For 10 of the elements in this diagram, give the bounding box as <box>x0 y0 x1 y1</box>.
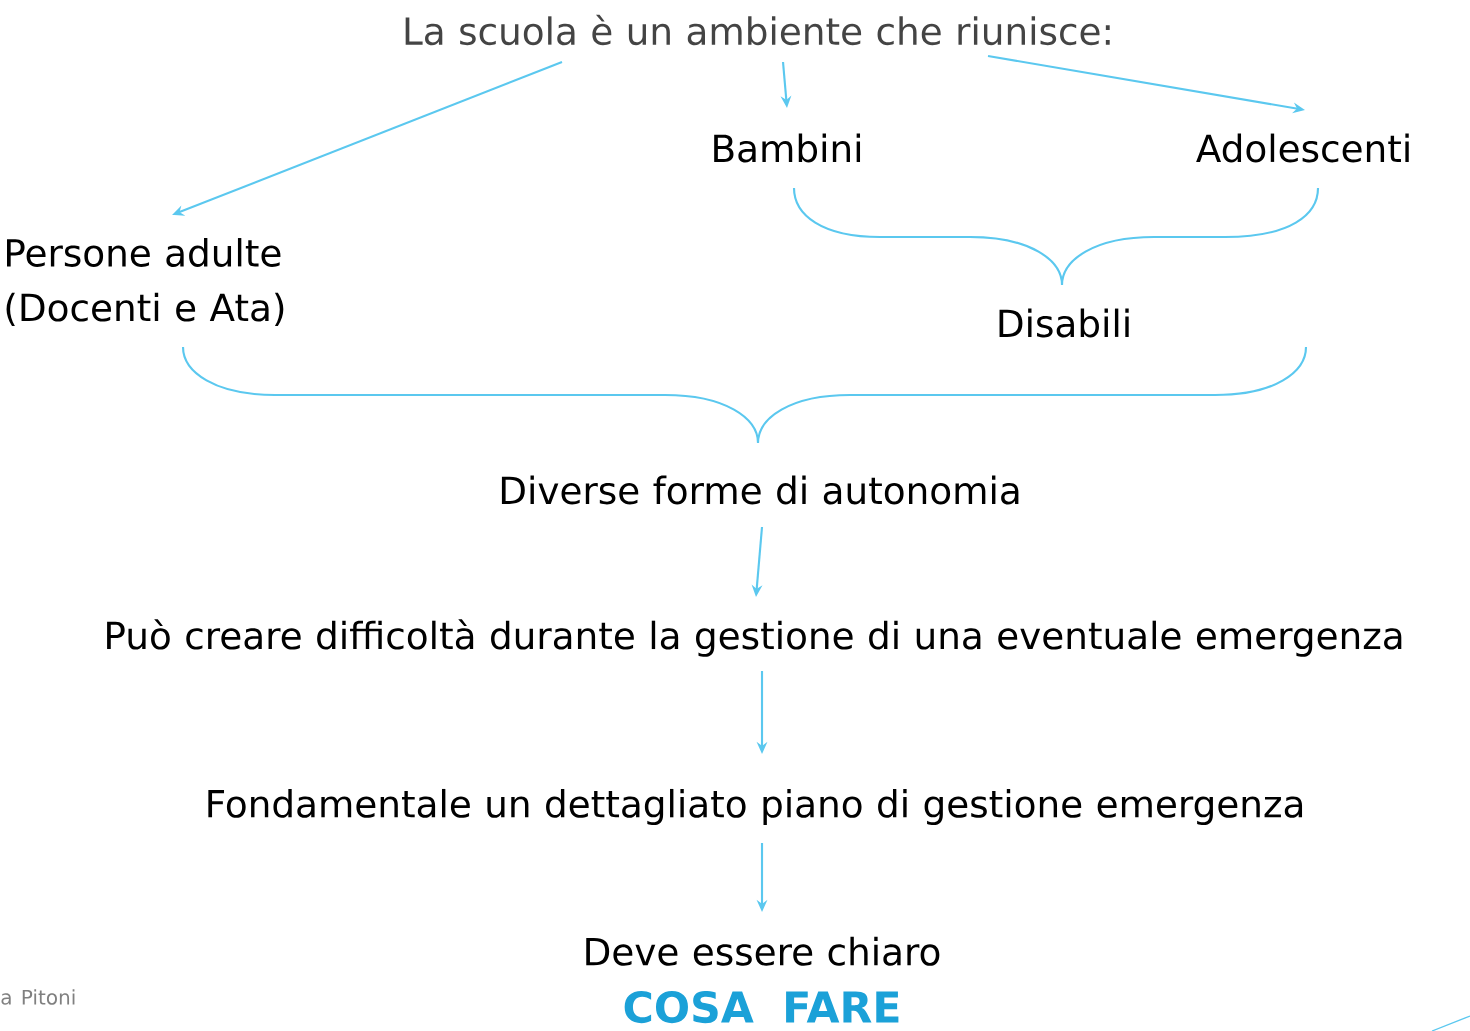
node-text: Disabili <box>999 308 1129 338</box>
node-text: Bambini <box>714 133 860 163</box>
node-text: Diverse forme di autonomia <box>501 475 1019 505</box>
footer-text: a Pitoni <box>1 989 75 1005</box>
node-text: Adolescenti <box>1196 133 1409 163</box>
node-text: Deve essere chiaro COSA FARE <box>586 936 940 1024</box>
node-text: Fondamentale un dettagliato piano di gestione emergenza <box>208 788 1303 826</box>
heading-text: La scuola è un ambiente che riunisce: <box>405 14 1110 46</box>
node-text: Può creare difficoltà durante la gestione di una eventuale emergenza <box>107 619 1402 657</box>
node-text: Persone adulte (Docenti e Ata) <box>6 238 284 326</box>
